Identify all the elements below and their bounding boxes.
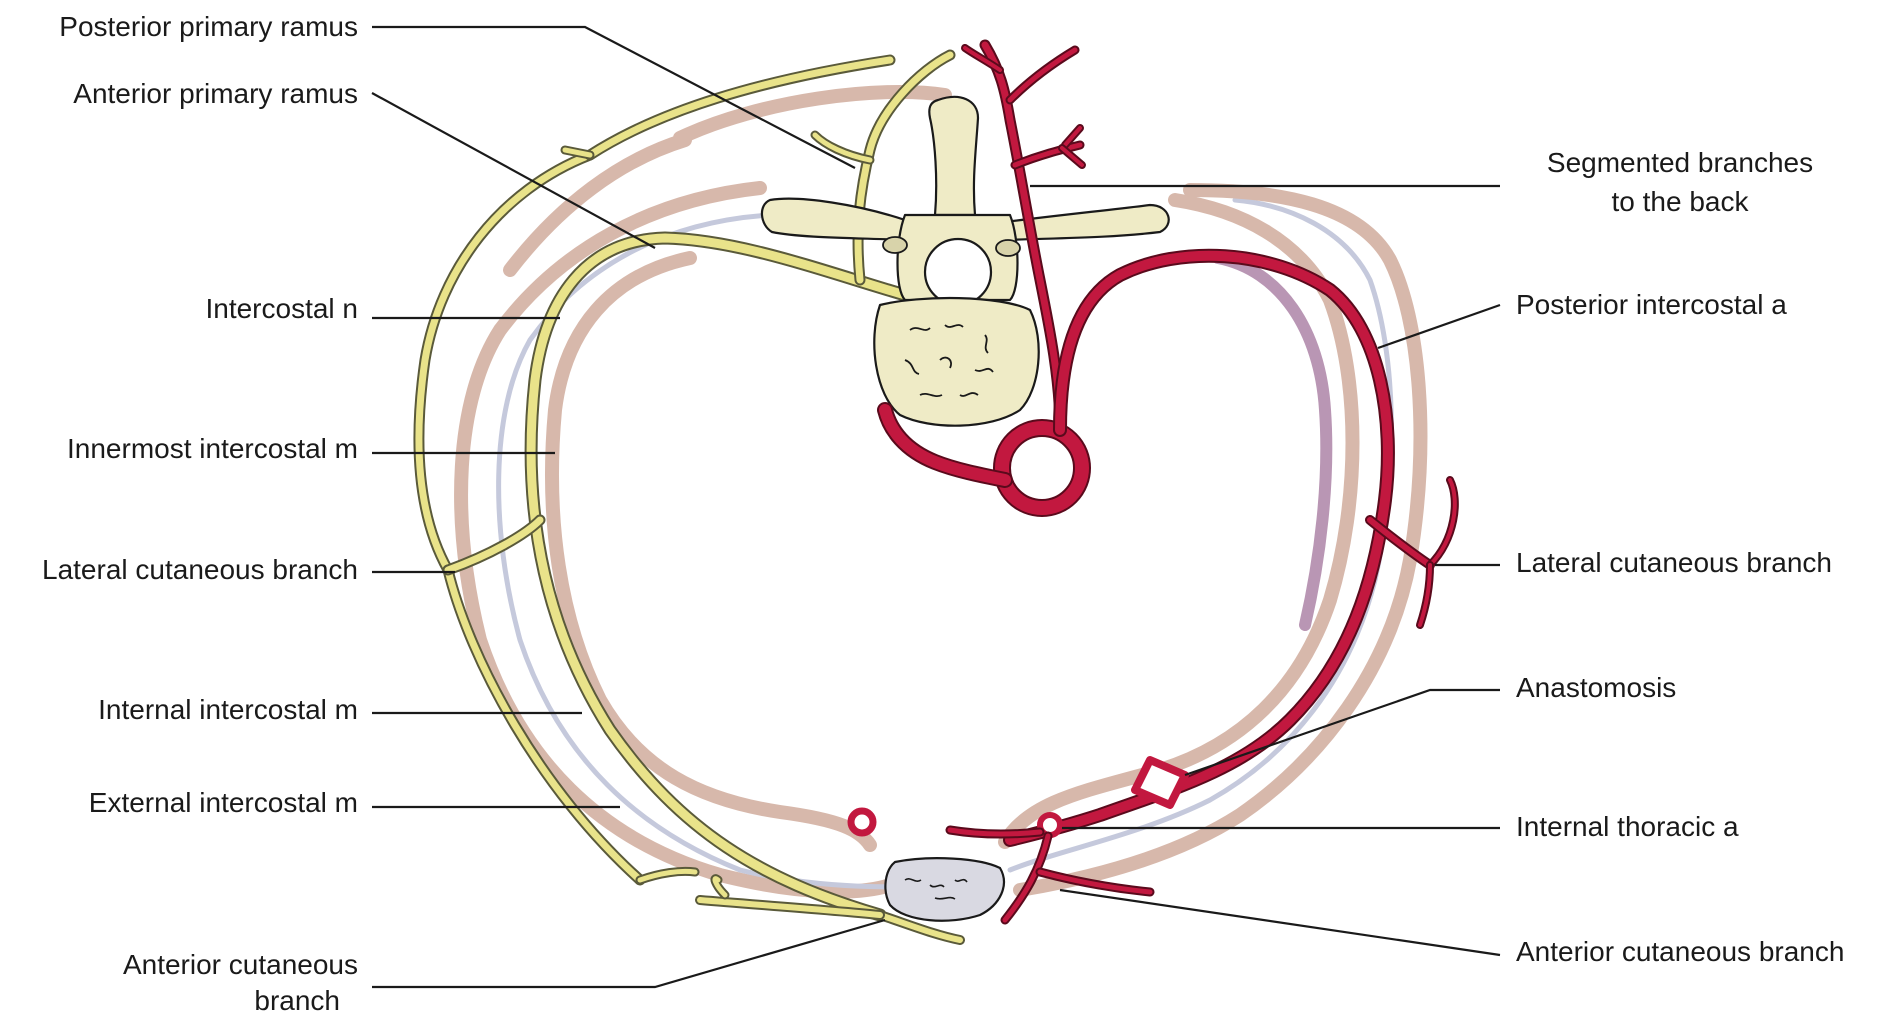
label-segmented-branches-1: Segmented branches	[1547, 147, 1813, 178]
leader-anterior-cutaneous-branch-right	[1060, 890, 1500, 955]
internal-thoracic-artery-left	[851, 811, 873, 833]
transverse-process-left	[762, 199, 905, 240]
articular-facet-right	[996, 240, 1020, 256]
label-segmented-branches-2: to the back	[1612, 186, 1750, 217]
label-anterior-cutaneous-branch-left-2: branch	[254, 985, 340, 1016]
label-internal-thoracic-a: Internal thoracic a	[1516, 811, 1739, 842]
spinous-process	[929, 97, 978, 215]
labels-right: Segmented branches to the back Posterior…	[1516, 147, 1844, 967]
vertebral-body	[874, 298, 1038, 426]
internal-intercostal-muscle-right	[1005, 200, 1353, 842]
sternum	[885, 858, 1004, 921]
labels-left: Posterior primary ramus Anterior primary…	[42, 11, 358, 1016]
label-posterior-primary-ramus: Posterior primary ramus	[59, 11, 358, 42]
label-innermost-intercostal-m: Innermost intercostal m	[67, 433, 358, 464]
leader-posterior-intercostal-a	[1378, 305, 1500, 348]
label-intercostal-n: Intercostal n	[205, 293, 358, 324]
articular-facet-left	[883, 237, 907, 253]
innermost-intercostal-band	[1218, 258, 1326, 625]
label-internal-intercostal-m: Internal intercostal m	[98, 694, 358, 725]
label-anterior-cutaneous-branch-right: Anterior cutaneous branch	[1516, 936, 1844, 967]
label-lateral-cutaneous-branch-right: Lateral cutaneous branch	[1516, 547, 1832, 578]
label-anastomosis: Anastomosis	[1516, 672, 1676, 703]
leader-anterior-cutaneous-branch-left	[372, 920, 885, 987]
label-lateral-cutaneous-branch-left: Lateral cutaneous branch	[42, 554, 358, 585]
external-intercostal-muscle-right	[1020, 190, 1420, 890]
vertebral-foramen	[925, 239, 991, 305]
internal-intercostal-muscle-left	[552, 258, 870, 845]
label-anterior-cutaneous-branch-left-1: Anterior cutaneous	[123, 949, 358, 980]
label-external-intercostal-m: External intercostal m	[89, 787, 358, 818]
label-anterior-primary-ramus: Anterior primary ramus	[73, 78, 358, 109]
label-posterior-intercostal-a: Posterior intercostal a	[1516, 289, 1787, 320]
